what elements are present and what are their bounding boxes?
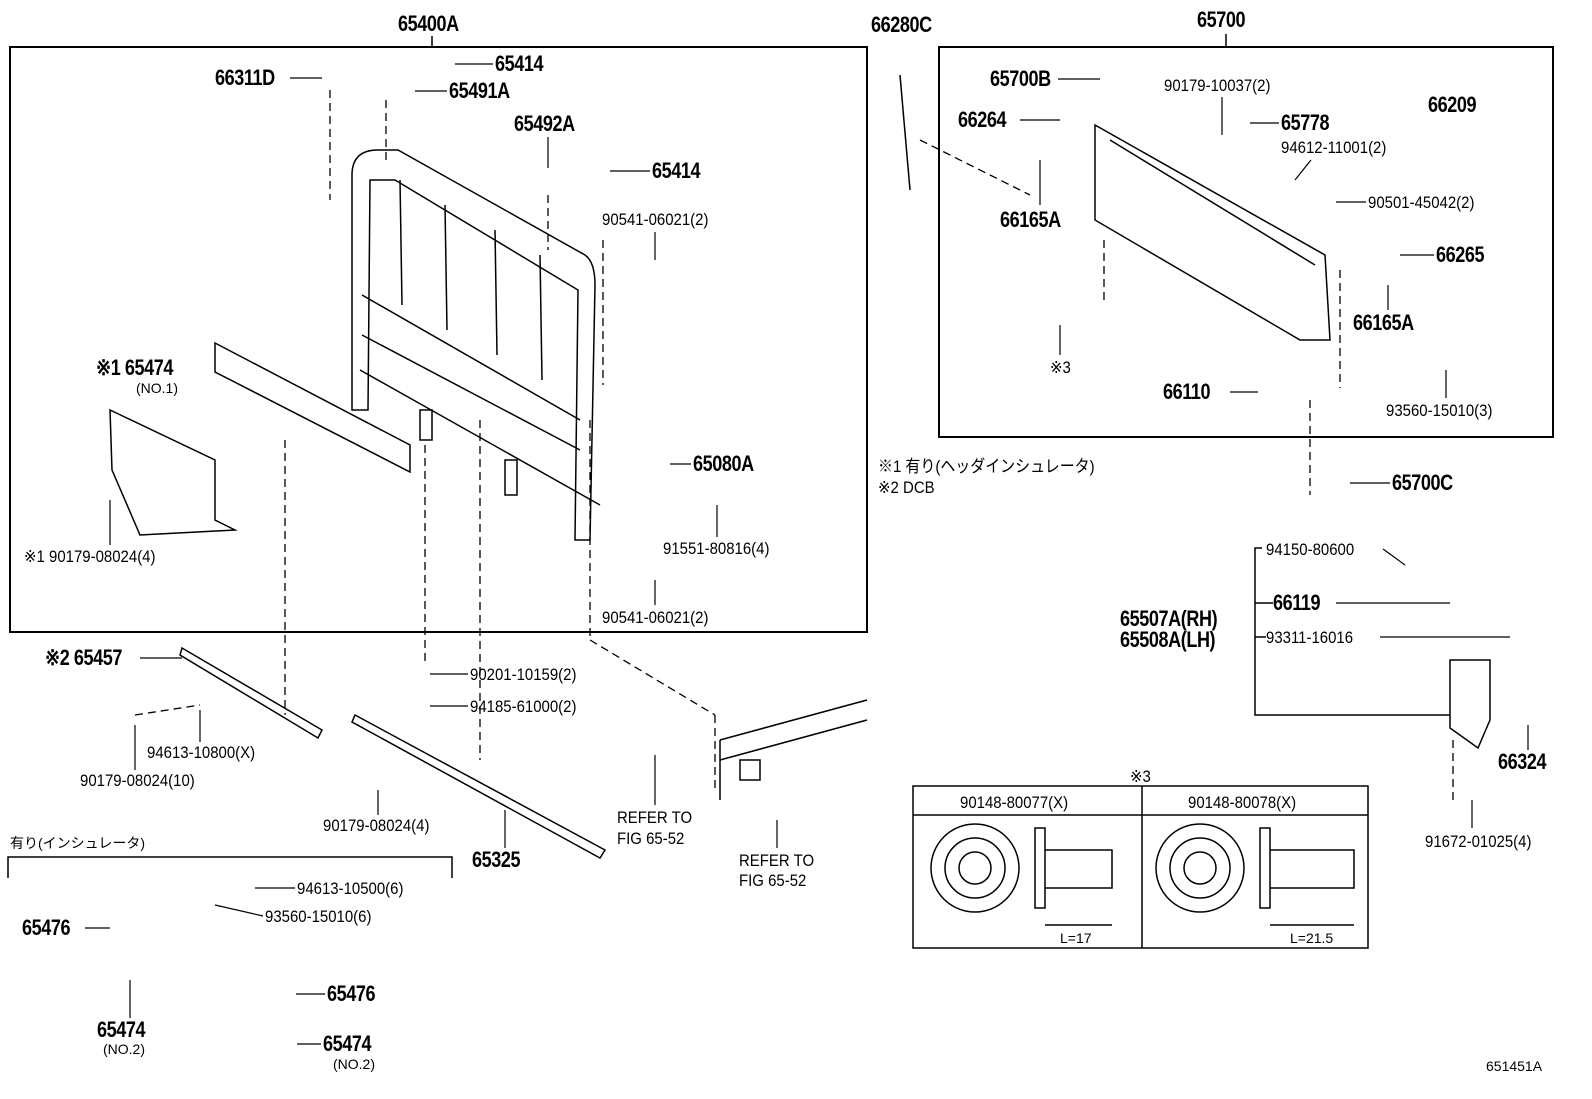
part-label: 65414 [652,158,701,183]
group-title-65700: 65700 [1197,7,1246,32]
bolt-table-header: 90148-80077(X) [960,793,1069,812]
part-label: 65507A(RH) [1120,606,1218,631]
reference-link: REFER TO [739,851,815,870]
part-label: 90201-10159(2) [470,665,577,684]
group-title-65400A: 65400A [398,11,459,36]
part-label: 91551-80816(4) [663,539,770,558]
reference-link: REFER TO [617,808,693,827]
part-label: 90179-08024(4) [323,816,430,835]
group-frame-65400A [9,46,868,633]
part-label: 65491A [449,78,510,103]
reference-link: FIG 65-52 [617,829,685,848]
part-label: 66311D [215,65,275,90]
note-mark: ※3 [1050,358,1071,377]
part-label: 65080A [693,451,754,476]
insulator-group-title: 有り(インシュレータ) [10,835,146,851]
part-label: 65476 [327,981,376,1006]
part-label: 65414 [495,51,544,76]
bolt-table-drawing [912,785,1369,949]
label-leaders [85,63,1529,1045]
part-label: 66119 [1273,590,1321,615]
part-label: 94612-11001(2) [1281,138,1387,157]
reference-link: FIG 65-52 [739,871,807,890]
part-label: 66265 [1436,242,1485,267]
part-label: 66110 [1163,379,1211,404]
part-note: (NO.2) [333,1056,375,1072]
part-label: 66324 [1498,749,1547,774]
part-label: 90541-06021(2) [602,210,709,229]
part-label: 65700B [990,66,1051,91]
part-label: 90179-08024(10) [80,771,195,790]
part-label: 66165A [1353,310,1414,335]
part-label: ※1 90179-08024(4) [24,547,156,566]
header-frame-drawing [109,74,1491,859]
part-label: 93560-15010(3) [1386,401,1493,420]
bolt-length: L=21.5 [1290,930,1334,946]
part-note: (NO.1) [136,380,178,396]
part-label: 93560-15010(6) [265,907,372,926]
part-label: 66280C [871,12,932,37]
part-label: 66165A [1000,207,1061,232]
part-label: 65474 [323,1031,372,1056]
part-label: 66264 [958,107,1007,132]
figure-code: 651451A [1486,1058,1543,1074]
part-label: 90179-10037(2) [1164,76,1271,95]
part-note: (NO.2) [103,1041,145,1057]
hinge-bracket [1254,547,1450,716]
part-label: 94185-61000(2) [470,697,577,716]
part-label: 65492A [514,111,575,136]
part-label: 90501-45042(2) [1368,193,1475,212]
group-frame-65700 [938,46,1554,438]
part-label: 65325 [472,847,521,872]
part-label: 94613-10500(6) [297,879,404,898]
bolt-table-header: 90148-80078(X) [1188,793,1297,812]
part-label: 66209 [1428,92,1477,117]
part-label: 93311-16016 [1266,628,1354,647]
part-label: ※1 65474 [96,355,174,380]
part-label: 65778 [1281,110,1330,135]
insulator-bracket [7,856,453,878]
part-label: 65474 [97,1017,146,1042]
part-label: 94613-10800(X) [147,743,256,762]
part-label: 94150-80600 [1266,540,1355,559]
part-label: ※2 65457 [45,645,123,670]
footnote-2: ※2 DCB [878,478,935,497]
part-label: 65476 [22,915,71,940]
part-label: 91672-01025(4) [1425,832,1532,851]
part-label: 65508A(LH) [1120,627,1216,652]
part-label: 90541-06021(2) [602,608,709,627]
bolt-table-mark: ※3 [1130,767,1151,786]
footnote-1: ※1 有り(ヘッダインシュレータ) [878,457,1095,476]
assembly-leaders [134,90,1454,800]
bolt-length: L=17 [1060,930,1092,946]
part-label: 65700C [1392,470,1453,495]
